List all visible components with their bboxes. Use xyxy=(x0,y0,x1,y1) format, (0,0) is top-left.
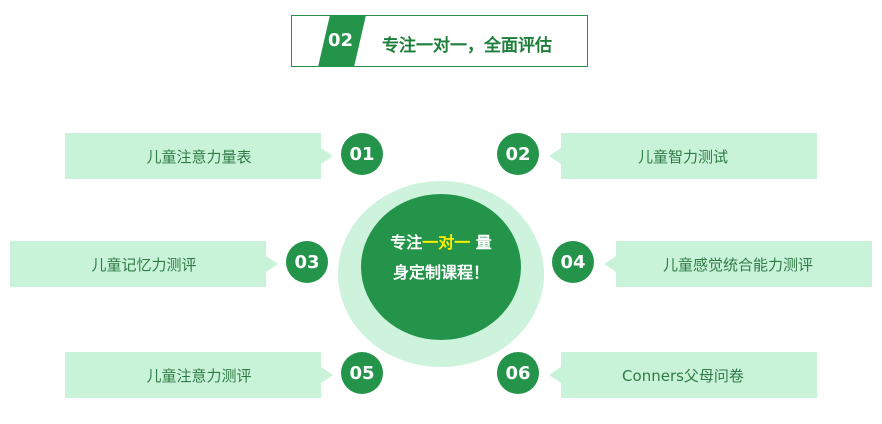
item-number-04: 04 xyxy=(552,241,594,283)
slogan-part-2: 量 xyxy=(470,233,492,252)
item-label-05: 儿童注意力测评 xyxy=(65,352,333,398)
item-number-05: 05 xyxy=(341,352,383,394)
item-number-02: 02 xyxy=(497,133,539,175)
item-label-04: 儿童感觉统合能力测评 xyxy=(604,241,872,287)
section-title: 专注一对一，全面评估 xyxy=(382,36,552,56)
section-number: 02 xyxy=(328,30,354,51)
center-inner-circle xyxy=(361,194,521,340)
section-header: 02 专注一对一，全面评估 xyxy=(291,15,588,67)
item-label-02: 儿童智力测试 xyxy=(549,133,817,179)
slogan-part-1: 专注 xyxy=(390,233,423,252)
item-number-06: 06 xyxy=(497,352,539,394)
item-label-01: 儿童注意力量表 xyxy=(65,133,333,179)
item-label-06: Conners父母问卷 xyxy=(549,352,817,398)
slogan-line-2: 身定制课程！ xyxy=(392,263,489,282)
slogan-highlight: 一对一 xyxy=(422,233,471,252)
center-slogan: 专注一对一 量 身定制课程！ xyxy=(361,228,521,288)
item-number-03: 03 xyxy=(286,241,328,283)
item-label-03: 儿童记忆力测评 xyxy=(10,241,278,287)
item-number-01: 01 xyxy=(341,133,383,175)
